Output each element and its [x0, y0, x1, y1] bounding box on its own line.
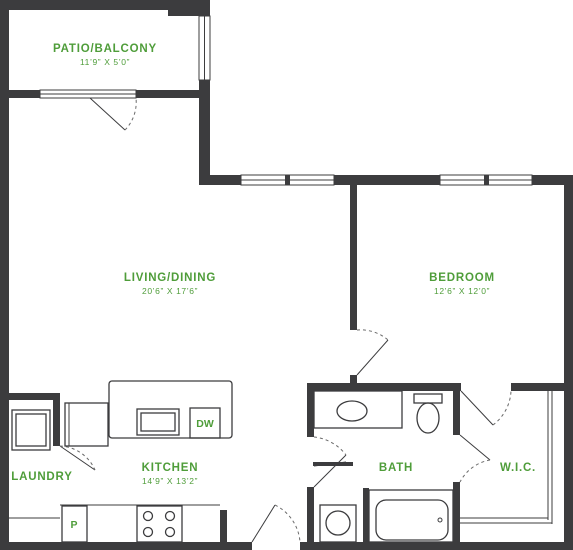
- bedroom-dims: 12’6” X 12’0”: [434, 286, 490, 296]
- dishwasher-label: DW: [196, 418, 214, 430]
- patio-dims: 11’9” X 5’0”: [80, 57, 130, 67]
- windows: [39, 15, 533, 186]
- kitchen-dims: 14’9” X 13’2”: [142, 476, 198, 486]
- wic-name: W.I.C.: [500, 462, 536, 474]
- pantry-label: P: [70, 519, 77, 531]
- patio-name: PATIO/BALCONY: [53, 43, 157, 55]
- kitchen-name: KITCHEN: [142, 462, 199, 474]
- doors: [59, 97, 512, 543]
- bedroom-name: BEDROOM: [429, 272, 495, 284]
- living-name: LIVING/DINING: [124, 272, 216, 284]
- fixtures: [9, 380, 553, 543]
- room-labels: PATIO/BALCONY 11’9” X 5’0” LIVING/DINING…: [11, 43, 536, 531]
- living-dims: 20’6” X 17’6”: [142, 286, 198, 296]
- laundry-name: LAUNDRY: [11, 471, 72, 483]
- bath-name: BATH: [379, 462, 413, 474]
